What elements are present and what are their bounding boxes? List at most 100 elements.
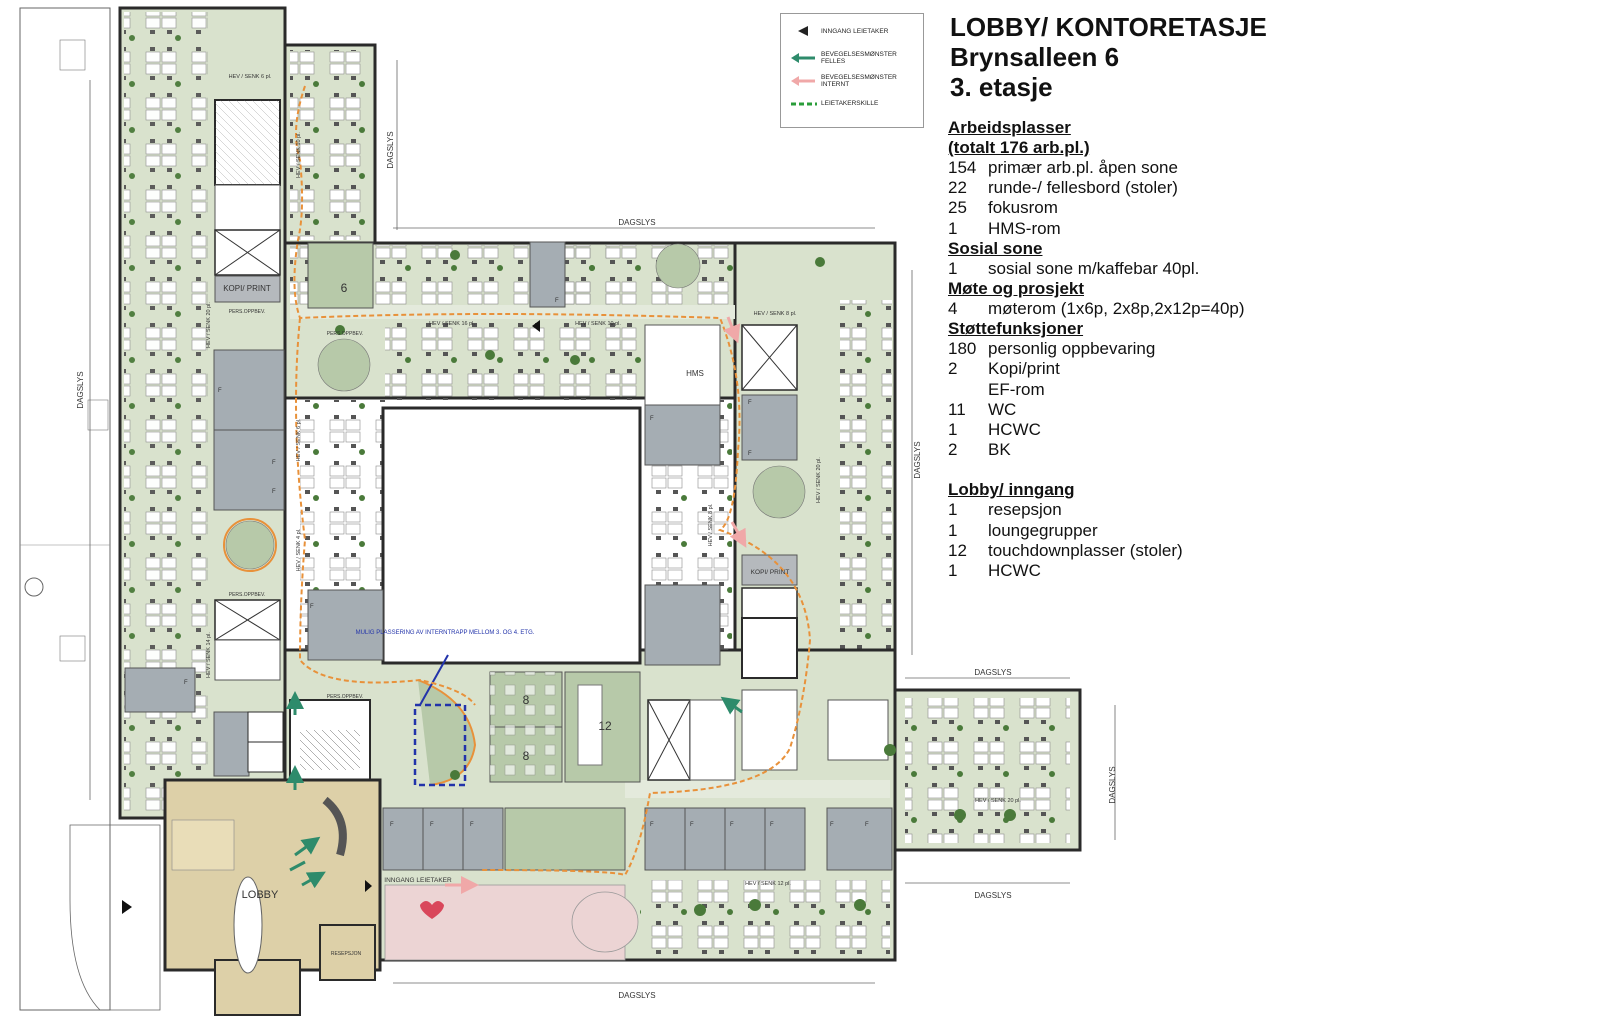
svg-text:F: F: [748, 451, 752, 457]
meeting-rooms: [307, 242, 641, 871]
svg-text:F: F: [650, 822, 654, 828]
svg-text:HEV / SENK 6 pl.: HEV / SENK 6 pl.: [296, 418, 302, 461]
legend-item-internal-movement: BEVEGELSESMØNSTER INTERNT: [787, 74, 911, 88]
svg-text:F: F: [310, 604, 314, 610]
room-8b-label: 8: [523, 749, 530, 763]
dagslys-label-nw: DAGSLYS: [386, 131, 395, 168]
room-6-label: 6: [341, 281, 348, 295]
circulation-route: [293, 85, 812, 877]
tenant-entrance-label: INNGANG LEIETAKER: [384, 877, 452, 884]
svg-text:HEV / SENK 20 pl.: HEV / SENK 20 pl.: [816, 457, 822, 503]
hev-senk-labels: HEV / SENK 6 pl. HEV / SENK 10 pl. HEV /…: [206, 74, 1021, 887]
svg-text:HEV / SENK 12 pl.: HEV / SENK 12 pl.: [745, 881, 791, 887]
atrium: [381, 406, 642, 665]
summary-row: EF-rom: [988, 379, 1045, 399]
svg-text:HEV / SENK 20 pl.: HEV / SENK 20 pl.: [206, 302, 212, 348]
svg-text:F: F: [470, 822, 474, 828]
service-cores: [214, 99, 889, 781]
svg-text:F: F: [218, 388, 222, 394]
hms-room: [644, 324, 721, 406]
pers-oppbev-label-1: PERS.OPPBEV.: [229, 309, 266, 315]
daylight-dimension-lines: [89, 60, 1116, 984]
svg-text:HEV / SENK 8 pl.: HEV / SENK 8 pl.: [754, 311, 797, 317]
svg-text:F: F: [730, 822, 734, 828]
dagslys-label-south: DAGSLYS: [618, 991, 655, 1000]
focus-rooms-east: [644, 394, 893, 871]
focus-room-letters: F F F F F F F F F F F F F F F F F F: [184, 298, 869, 828]
svg-text:HEV / SENK 8 pl.: HEV / SENK 8 pl.: [708, 503, 714, 546]
svg-text:F: F: [770, 822, 774, 828]
lobby-label: LOBBY: [242, 889, 279, 901]
copy-print-label-east: KOPI/ PRINT: [751, 569, 790, 576]
focus-rooms-south: [382, 807, 806, 871]
svg-text:HEV / SENK 10 pl.: HEV / SENK 10 pl.: [575, 321, 621, 327]
svg-text:F: F: [748, 400, 752, 406]
neighbour-building-outline: [19, 7, 111, 1011]
green-arrow-icon: [791, 53, 815, 63]
svg-text:F: F: [865, 822, 869, 828]
svg-text:F: F: [555, 298, 559, 304]
svg-text:HEV / SENK 4 pl.: HEV / SENK 4 pl.: [296, 528, 302, 571]
pers-oppbev-label-4: PERS.OPPBEV.: [327, 694, 364, 700]
movement-arrows: [286, 316, 747, 894]
copy-print-room-west: [214, 275, 281, 303]
copy-print-label-west: KOPI/ PRINT: [223, 284, 271, 293]
heart-icon: [420, 901, 444, 919]
section-subheading-total: (totalt 176 arb.pl.): [948, 138, 1090, 157]
pink-arrow-icon: [791, 76, 815, 86]
svg-text:F: F: [430, 822, 434, 828]
section-heading-stotte: Støttefunksjoner: [948, 319, 1084, 339]
internal-stair-option: [413, 703, 467, 787]
svg-text:F: F: [690, 822, 694, 828]
svg-text:HEV / SENK 10 pl.: HEV / SENK 10 pl.: [296, 132, 302, 178]
round-lounge-tables: [225, 243, 806, 570]
plants: [335, 250, 1016, 916]
section-heading-mote: Møte og prosjekt: [948, 279, 1085, 299]
svg-text:F: F: [272, 460, 276, 466]
hms-label: HMS: [686, 369, 704, 378]
focus-rooms-west: [124, 241, 566, 777]
svg-text:HEV / SENK 16 pl.: HEV / SENK 16 pl.: [429, 321, 475, 327]
room-12-label: 12: [598, 719, 612, 733]
svg-text:F: F: [650, 416, 654, 422]
svg-text:F: F: [184, 680, 188, 686]
entrance-triangle-icon: [798, 26, 808, 36]
reception-label: RESEPSJON: [331, 951, 362, 957]
title-line-3: 3. etasje: [950, 72, 1053, 102]
legend-item-common-movement: BEVEGELSESMØNSTER FELLES: [787, 51, 911, 65]
svg-text:HEV / SENK 6 pl.: HEV / SENK 6 pl.: [229, 74, 272, 80]
dagslys-label-east-bottom: DAGSLYS: [974, 891, 1011, 900]
title-line-1: LOBBY/ KONTORETASJE: [950, 12, 1267, 42]
legend: INNGANG LEIETAKER BEVEGELSESMØNSTER FELL…: [780, 13, 924, 128]
stair-note: MULIG PLASSERING AV INTERNTRAPP MELLOM 3…: [356, 630, 535, 636]
svg-text:HEV / SENK 20 pl.: HEV / SENK 20 pl.: [975, 798, 1021, 804]
svg-text:F: F: [390, 822, 394, 828]
title-line-2: Brynsalleen 6: [950, 42, 1120, 72]
svg-text:F: F: [830, 822, 834, 828]
dagslys-label-east: DAGSLYS: [913, 441, 922, 478]
legend-label: LEIETAKERSKILLE: [821, 100, 879, 107]
entrance-triangle-tenant: [365, 880, 372, 892]
dagslys-label-north: DAGSLYS: [618, 218, 655, 227]
svg-text:HEV / SENK 14 pl.: HEV / SENK 14 pl.: [206, 632, 212, 678]
legend-label: BEVEGELSESMØNSTER INTERNT: [821, 74, 897, 88]
entrance-triangle-lobby: [122, 900, 132, 914]
copy-print-room-east: [741, 554, 798, 586]
pers-oppbev-label-3: PERS.OPPBEV.: [229, 592, 266, 598]
legend-label: INNGANG LEIETAKER: [821, 27, 889, 35]
pers-oppbev-label-2: PERS.OPPBEV.: [327, 331, 364, 337]
